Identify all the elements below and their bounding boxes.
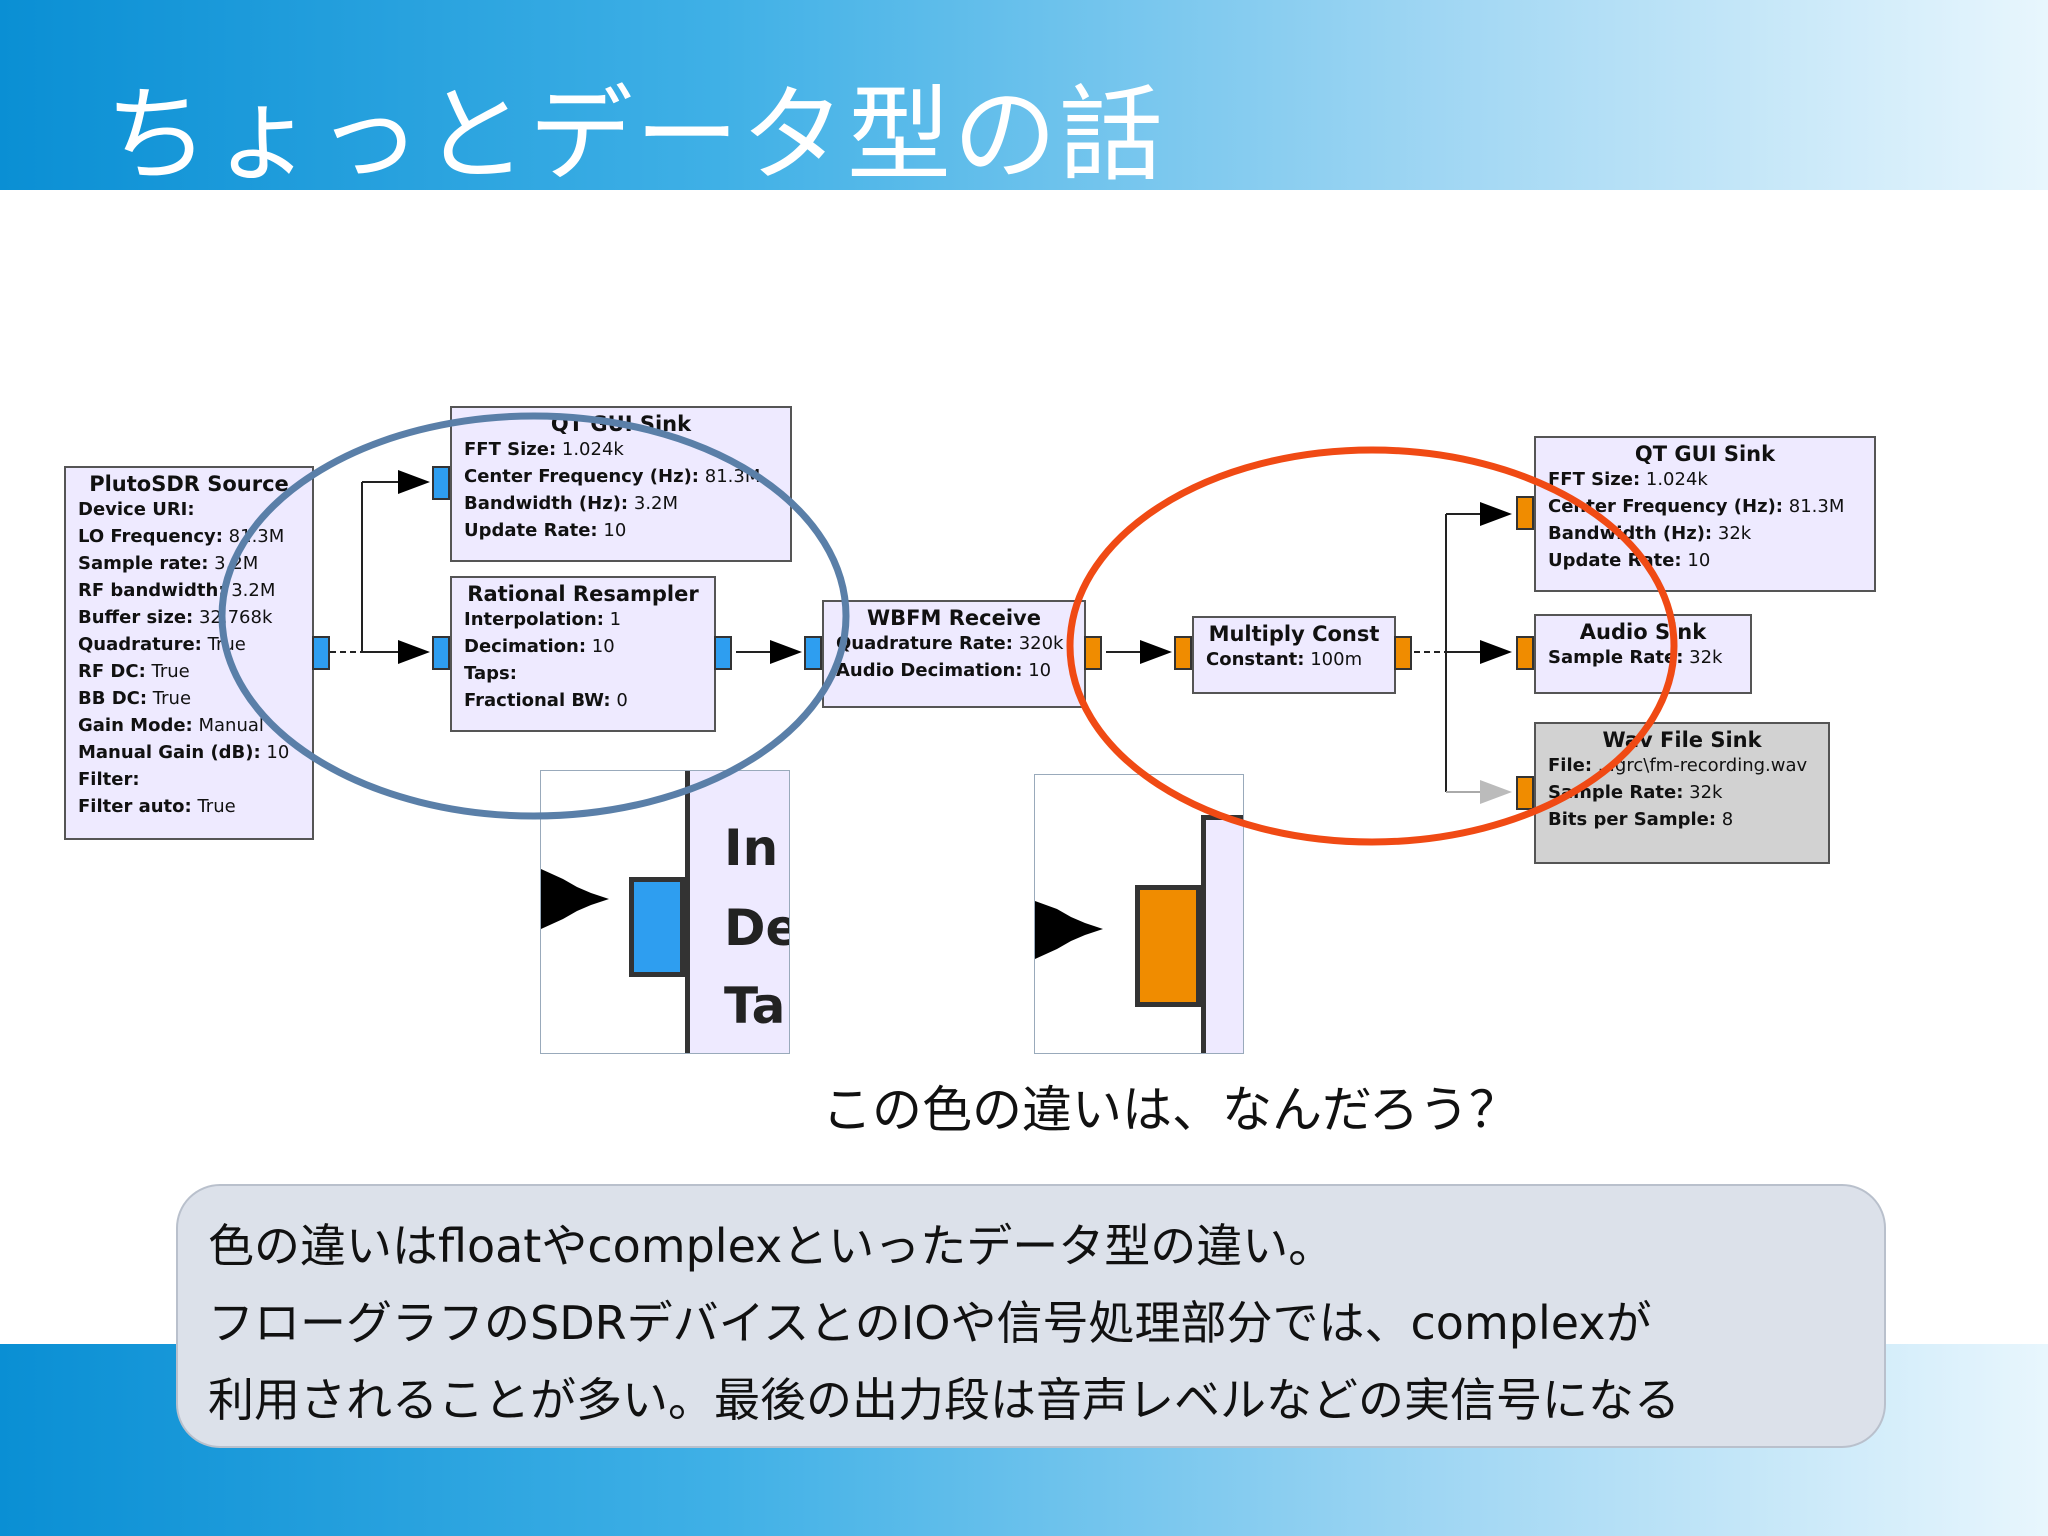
zoom-port-orange — [1135, 885, 1201, 1007]
explanation-line: 利用されることが多い。最後の出力段は音声レベルなどの実信号になる — [208, 1373, 1680, 1427]
arrow-icon — [1140, 640, 1172, 664]
output-port-float[interactable] — [1084, 636, 1102, 670]
block-title: PlutoSDR Source — [89, 472, 289, 496]
arrow-icon — [1480, 780, 1512, 804]
zoom-letters-de: De — [724, 899, 789, 957]
block-rational-resampler[interactable]: Rational Resampler Interpolation: 1 Deci… — [450, 576, 716, 732]
block-title: WBFM Receive — [867, 606, 1041, 630]
block-title: Audio Sink — [1579, 620, 1707, 644]
zoom-letters-ta: Ta — [724, 977, 786, 1035]
output-port-complex[interactable] — [714, 636, 732, 670]
arrow-icon — [1480, 640, 1512, 664]
input-port-float[interactable] — [1516, 496, 1534, 530]
arrow-icon — [398, 640, 430, 664]
explanation-line: フローグラフのSDRデバイスとのIOや信号処理部分では、complexが — [208, 1296, 1652, 1350]
slide-title: ちょっとデータ型の話 — [105, 74, 1166, 196]
title-bar: ちょっとデータ型の話 — [0, 0, 2048, 196]
arrow-icon — [1480, 502, 1512, 526]
block-qt-gui-sink-2[interactable]: QT GUI Sink FFT Size: 1.024k Center Freq… — [1534, 436, 1876, 592]
zoom-inset-float-port — [1034, 774, 1244, 1054]
arrow-icon — [770, 640, 802, 664]
input-port-complex[interactable] — [432, 636, 450, 670]
block-wav-file-sink[interactable]: Wav File Sink File: ...grc\fm-recording.… — [1534, 722, 1830, 864]
block-title: QT GUI Sink — [1634, 442, 1776, 466]
block-title: QT GUI Sink — [550, 412, 692, 436]
input-port-float[interactable] — [1174, 636, 1192, 670]
zoom-block-edge: In De Ta — [685, 771, 789, 1053]
flowgraph-diagram: PlutoSDR Source Device URI: LO Frequency… — [64, 406, 1876, 1054]
block-wbfm-receive[interactable]: WBFM Receive Quadrature Rate: 320k Audio… — [822, 600, 1086, 708]
zoom-block-edge — [1201, 815, 1243, 1053]
zoom-inset-complex-port: In De Ta — [540, 770, 790, 1054]
block-title: Wav File Sink — [1602, 728, 1762, 752]
input-port-complex[interactable] — [804, 636, 822, 670]
zoom-port-blue — [629, 877, 685, 977]
block-plutosdr-source[interactable]: PlutoSDR Source Device URI: LO Frequency… — [64, 466, 314, 840]
input-port-complex[interactable] — [432, 466, 450, 500]
block-title: Rational Resampler — [467, 582, 699, 606]
output-port-float[interactable] — [1394, 636, 1412, 670]
explanation-box: 色の違いはfloatやcomplexといったデータ型の違い。 フローグラフのSD… — [176, 1184, 1886, 1448]
question-text: この色の違いは、なんだろう？ — [822, 1081, 1519, 1139]
block-qt-gui-sink-1[interactable]: QT GUI Sink FFT Size: 1.024k Center Freq… — [450, 406, 792, 562]
zoom-arrow-icon — [541, 869, 609, 929]
explanation-line: 色の違いはfloatやcomplexといったデータ型の違い。 — [208, 1219, 1335, 1273]
zoom-arrow-icon — [1035, 901, 1103, 959]
output-port-complex[interactable] — [312, 636, 330, 670]
input-port-float[interactable] — [1516, 776, 1534, 810]
block-title: Multiply Const — [1208, 622, 1380, 646]
zoom-letters-in: In — [724, 819, 779, 877]
block-audio-sink[interactable]: Audio Sink Sample Rate: 32k — [1534, 614, 1752, 694]
arrow-icon — [398, 470, 430, 494]
block-multiply-const[interactable]: Multiply Const Constant: 100m — [1192, 616, 1396, 694]
input-port-float[interactable] — [1516, 636, 1534, 670]
